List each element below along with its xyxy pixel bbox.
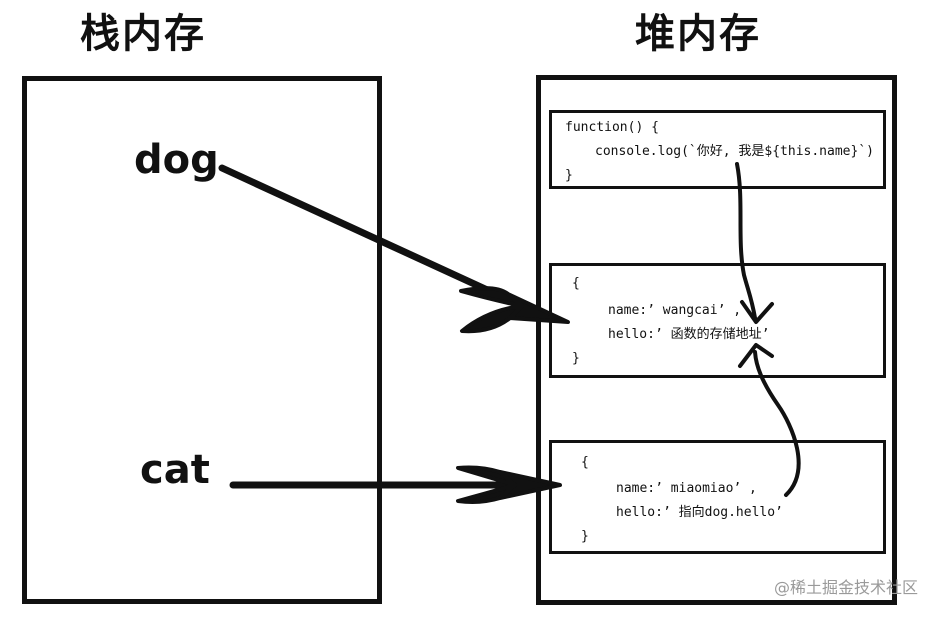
function-line-3: } — [565, 168, 573, 183]
cat-object-open-brace: { — [581, 455, 589, 470]
stack-variable-cat: cat — [140, 447, 210, 493]
cat-object-name-line: name:’ miaomiao’ , — [616, 481, 757, 496]
heap-cat-object: { name:’ miaomiao’ , hello:’ 指向dog.hello… — [549, 440, 886, 554]
heap-memory-title: 堆内存 — [635, 10, 761, 57]
stack-memory-panel — [22, 76, 382, 604]
function-line-1: function() { — [565, 120, 659, 135]
cat-object-close-brace: } — [581, 529, 589, 544]
stack-variable-dog: dog — [134, 137, 219, 183]
heap-memory-panel — [536, 75, 897, 605]
heap-function-object: function() { console.log(`你好, 我是${this.n… — [549, 110, 886, 189]
dog-object-name-line: name:’ wangcai’ , — [608, 303, 742, 318]
stack-memory-title: 栈内存 — [80, 10, 206, 57]
heap-dog-object: { name:’ wangcai’ , hello:’ 函数的存储地址’ } — [549, 263, 886, 378]
function-line-2: console.log(`你好, 我是${this.name}`) — [595, 144, 874, 159]
cat-object-hello-line: hello:’ 指向dog.hello’ — [616, 505, 783, 520]
dog-object-close-brace: } — [572, 351, 580, 366]
dog-object-hello-line: hello:’ 函数的存储地址’ — [608, 327, 770, 342]
watermark-text: @稀土掘金技术社区 — [773, 578, 918, 597]
dog-object-open-brace: { — [572, 276, 580, 291]
